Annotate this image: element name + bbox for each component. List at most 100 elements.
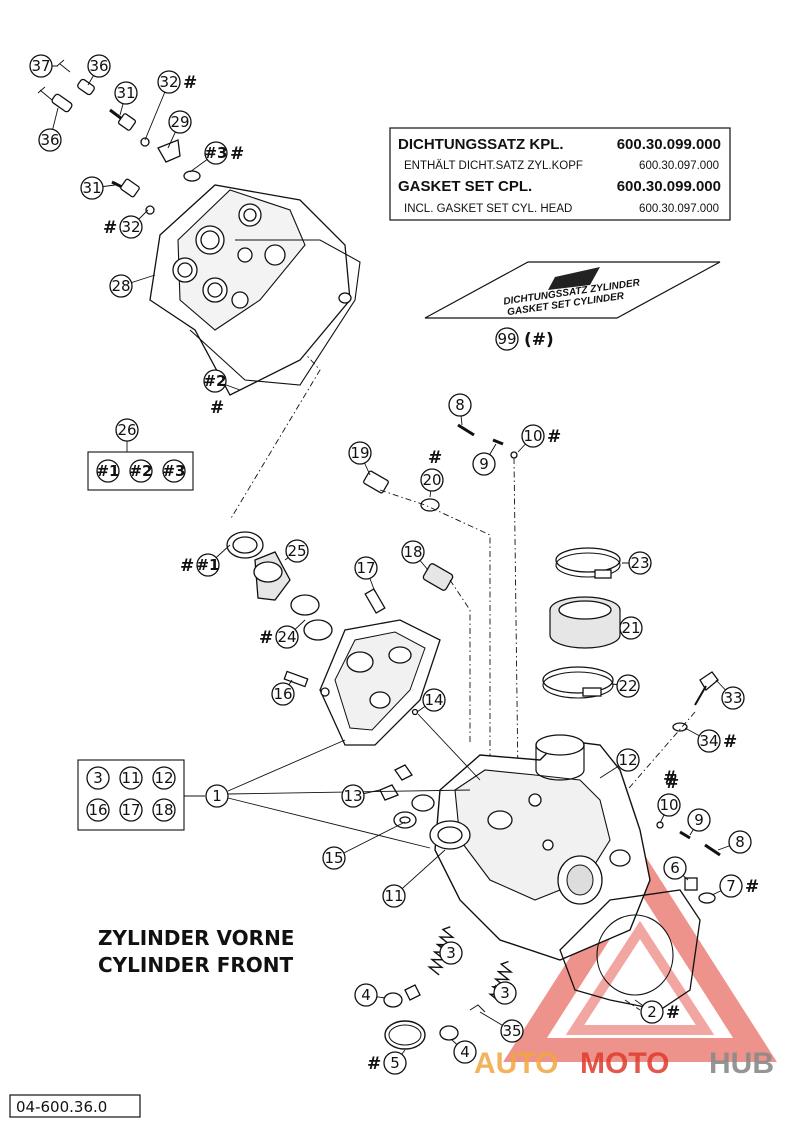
callout-circle-c36a <box>87 54 111 78</box>
hash-mark-c32a: # <box>183 73 197 93</box>
callout-circle-c4a <box>354 983 378 1007</box>
callout-c10a: 10 <box>523 427 542 445</box>
callout-c37: 37 <box>31 57 50 75</box>
hash-mark-c3h: # <box>230 144 244 164</box>
hash-mark-c7: # <box>745 877 759 897</box>
title-line2: CYLINDER FRONT <box>98 953 294 977</box>
intake-manifold-parts <box>542 547 719 811</box>
callout-c12: 12 <box>618 751 637 769</box>
callout-c34: 34 <box>699 732 718 750</box>
callout-circle-c3b <box>493 981 517 1005</box>
bearing-parts <box>226 531 333 641</box>
kit1-item-18: 18 <box>154 801 173 819</box>
callout-c36a: 36 <box>89 57 108 75</box>
callout-c3h: #3 <box>204 144 227 162</box>
callout-circle-c15 <box>322 846 346 870</box>
callout-c31a: 31 <box>116 84 135 102</box>
callout-c15: 15 <box>324 849 343 867</box>
callout-circle-c12 <box>616 748 640 772</box>
kit1-item-16: 16 <box>88 801 107 819</box>
callout-leader-c15 <box>333 821 406 859</box>
gasket-line4-number: 600.30.097.000 <box>639 203 719 215</box>
title-line1: ZYLINDER VORNE <box>98 926 294 950</box>
hash-mark-c2: # <box>666 1003 680 1023</box>
callout-circle-c7 <box>719 874 743 898</box>
callout-circle-c36b <box>38 128 62 152</box>
callout-circle-c10a <box>521 424 545 448</box>
watermark-moto: MOTO <box>580 1047 669 1080</box>
callout-99-suffix: (#) <box>524 330 554 350</box>
callout-circle-c2 <box>640 1000 664 1024</box>
callout-c14: 14 <box>424 691 443 709</box>
callout-c36b: 36 <box>40 131 59 149</box>
callout-c19: 19 <box>350 444 369 462</box>
callout-99-circle <box>495 327 519 351</box>
hash-mark-c32b: # <box>103 218 117 238</box>
hash-mark-c1h: # <box>180 556 194 576</box>
drawing-number-box: 04-600.36.0 <box>9 1094 141 1118</box>
gasket-line3-number: 600.30.099.000 <box>617 178 721 195</box>
kit26-label: 26 <box>117 421 136 439</box>
callout-c20: 20 <box>422 471 441 489</box>
hash-mark-c5: # <box>367 1054 381 1074</box>
hash-mark-c20: # <box>428 448 442 468</box>
callout-circle-c1h <box>196 553 220 577</box>
callout-circle-c9a <box>472 452 496 476</box>
kit-box-1: 3 11 12 16 17 18 1 <box>77 739 471 849</box>
callout-c9a: 9 <box>479 455 489 473</box>
callout-circle-c32a <box>157 70 181 94</box>
callout-c31b: 31 <box>82 179 101 197</box>
callout-circle-c31b <box>80 176 104 200</box>
callout-circle-c10b <box>657 793 681 817</box>
callout-circle-c22 <box>616 674 640 698</box>
callout-circle-c29 <box>168 110 192 134</box>
callout-c2: 2 <box>647 1003 657 1021</box>
callout-c22: 22 <box>618 677 637 695</box>
callout-circle-c8a <box>448 393 472 417</box>
callout-c3b: 3 <box>500 984 510 1002</box>
hash-mark-extra: # <box>663 768 677 788</box>
callout-circle-c17 <box>354 556 378 580</box>
callout-c33: 33 <box>723 689 742 707</box>
callout-circle-c25 <box>285 539 309 563</box>
gasket-set-info-box: DICHTUNGSSATZ KPL. 600.30.099.000 ENTHÄL… <box>389 127 731 221</box>
callout-c17: 17 <box>356 559 375 577</box>
callout-c4a: 4 <box>361 986 371 1004</box>
kit1-item-17: 17 <box>121 801 140 819</box>
gasket-line4-label: INCL. GASKET SET CYL. HEAD <box>404 203 572 215</box>
right-side-small-parts <box>379 708 721 904</box>
watermark-auto: AUTO <box>474 1047 558 1080</box>
watermark-hub: HUB <box>709 1047 774 1080</box>
callout-c9b: 9 <box>694 811 704 829</box>
kit26-item-1: #1 <box>96 462 119 480</box>
callout-c32b: 32 <box>121 218 140 236</box>
drawing-number: 04-600.36.0 <box>16 1098 107 1116</box>
callout-c3a: 3 <box>446 944 456 962</box>
callout-circle-c5 <box>383 1051 407 1075</box>
callout-c2h: #2 <box>203 372 226 390</box>
callout-circle-c8b <box>728 830 752 854</box>
callout-circle-c28 <box>109 274 133 298</box>
callout-circle-c31a <box>114 81 138 105</box>
callout-c13: 13 <box>343 787 362 805</box>
callout-circle-c9b <box>687 808 711 832</box>
callout-c6: 6 <box>670 859 680 877</box>
callout-circle-c33 <box>721 686 745 710</box>
callout-circle-c11 <box>382 884 406 908</box>
callout-c5: 5 <box>390 1054 400 1072</box>
gasket-line1-label: DICHTUNGSSATZ KPL. <box>398 136 564 153</box>
callout-circle-c18 <box>401 540 425 564</box>
callout-c32a: 32 <box>159 73 178 91</box>
callout-c7: 7 <box>726 877 736 895</box>
callout-c8b: 8 <box>735 833 745 851</box>
callout-circle-c4b <box>453 1040 477 1064</box>
hash-mark-c34: # <box>723 732 737 752</box>
callout-c11: 11 <box>384 887 403 905</box>
watermark-logo <box>503 847 777 1062</box>
callout-c21: 21 <box>621 619 640 637</box>
hash-mark-c2h: # <box>210 398 224 418</box>
callout-circle-c24 <box>275 625 299 649</box>
kit26-item-2: #2 <box>129 462 152 480</box>
